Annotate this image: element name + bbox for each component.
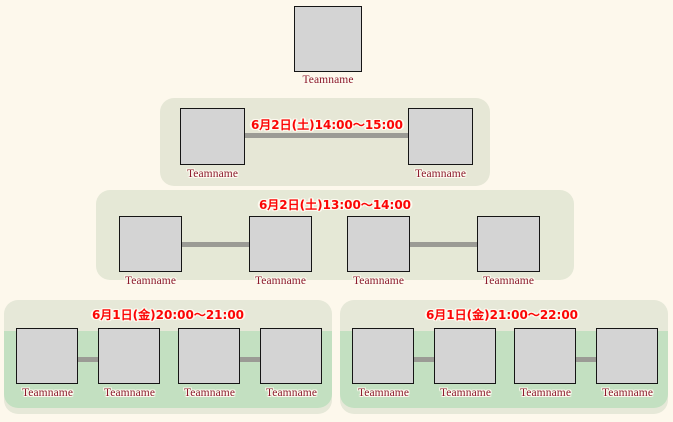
team-box-semifinal-2[interactable]: [249, 216, 312, 272]
team-label-quarterfinal-left-4: Teamname: [265, 387, 318, 399]
connector-quarterfinal-right-2: [574, 357, 600, 362]
team-box-quarterfinal-right-2[interactable]: [434, 328, 496, 384]
match-time-semifinal: 6月2日(土)13:00～14:00: [258, 198, 412, 212]
connector-quarterfinal-left-2: [238, 357, 264, 362]
connector-semifinal-right: [410, 242, 477, 247]
team-box-quarterfinal-right-1[interactable]: [352, 328, 414, 384]
team-box-quarterfinal-left-1[interactable]: [16, 328, 78, 384]
connector-quarterfinal-right-1: [412, 357, 438, 362]
team-box-quarterfinal-left-4[interactable]: [260, 328, 322, 384]
team-label-champion: Teamname: [302, 74, 354, 86]
team-box-quarterfinal-right-3[interactable]: [514, 328, 576, 384]
team-label-semifinal-2: Teamname: [254, 275, 307, 287]
team-box-quarterfinal-left-3[interactable]: [178, 328, 240, 384]
team-box-quarterfinal-right-4[interactable]: [596, 328, 658, 384]
team-label-final-2: Teamname: [414, 168, 467, 180]
team-box-semifinal-1[interactable]: [119, 216, 182, 272]
team-label-quarterfinal-right-3: Teamname: [519, 387, 572, 399]
team-box-quarterfinal-left-2[interactable]: [98, 328, 160, 384]
team-label-quarterfinal-left-2: Teamname: [103, 387, 156, 399]
match-time-final: 6月2日(土)14:00～15:00: [250, 118, 404, 132]
connector-final: [244, 133, 410, 138]
team-label-quarterfinal-right-1: Teamname: [357, 387, 410, 399]
team-box-final-2[interactable]: [408, 108, 473, 165]
team-box-semifinal-3[interactable]: [347, 216, 410, 272]
team-label-quarterfinal-left-1: Teamname: [21, 387, 74, 399]
team-box-semifinal-4[interactable]: [477, 216, 540, 272]
team-label-semifinal-4: Teamname: [482, 275, 535, 287]
team-box-final-1[interactable]: [180, 108, 245, 165]
connector-semifinal-left: [182, 242, 249, 247]
match-time-quarterfinal-left: 6月1日(金)20:00～21:00: [91, 308, 245, 322]
team-label-semifinal-1: Teamname: [124, 275, 177, 287]
team-label-quarterfinal-left-3: Teamname: [183, 387, 236, 399]
connector-quarterfinal-left-1: [76, 357, 102, 362]
team-label-quarterfinal-right-2: Teamname: [439, 387, 492, 399]
match-time-quarterfinal-right: 6月1日(金)21:00～22:00: [425, 308, 579, 322]
team-label-semifinal-3: Teamname: [352, 275, 405, 287]
team-box-champion[interactable]: [294, 6, 362, 72]
team-label-quarterfinal-right-4: Teamname: [601, 387, 654, 399]
team-label-final-1: Teamname: [186, 168, 239, 180]
